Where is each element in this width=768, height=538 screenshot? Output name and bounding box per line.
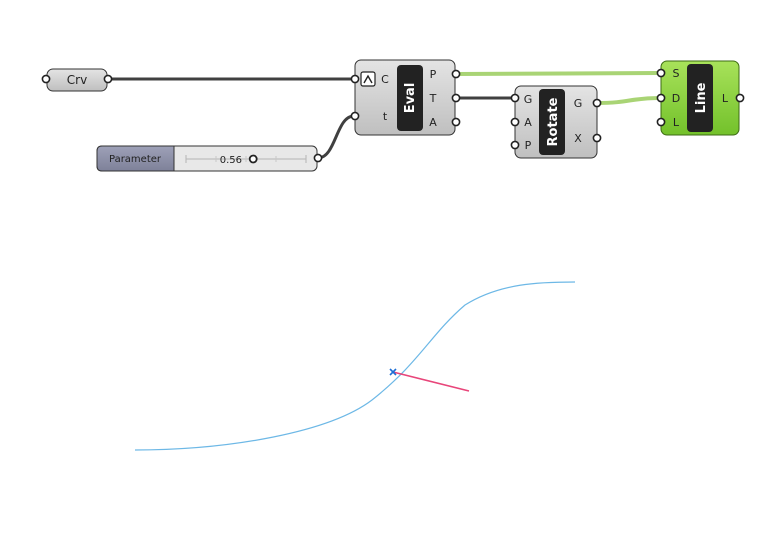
rotate-grip-out-g[interactable] [592,98,602,108]
eval-grip-a[interactable] [451,117,461,127]
crv-component[interactable]: Crv [41,68,113,92]
eval-input-t: t [383,110,388,123]
line-output-l: L [722,92,729,105]
eval-grip-p[interactable] [451,69,461,79]
rotate-grip-g[interactable] [510,93,520,103]
eval-title: Eval [403,83,418,114]
line-grip-d[interactable] [656,93,666,103]
parameter-slider[interactable]: Parameter 0.56 [96,145,323,172]
line-grip-l[interactable] [656,117,666,127]
wires [108,71,661,160]
line-grip-out-l[interactable] [735,93,745,103]
rotate-grip-a[interactable] [510,117,520,127]
eval-grip-c[interactable] [350,74,360,84]
eval-title-bar [397,65,423,131]
line-grip-s[interactable] [656,68,666,78]
eval-output-t: T [429,92,437,105]
line-component[interactable]: Line S D L L [656,60,745,136]
line-title-bar [687,64,713,132]
slider-track[interactable] [185,155,307,163]
rotate-title-bar [539,89,565,155]
preview-curve [134,281,576,451]
eval-input-c: C [381,73,389,86]
rotate-title: Rotate [546,97,561,146]
rotate-component[interactable]: Rotate G A P G X [510,85,602,159]
slider-output-grip[interactable] [313,153,323,163]
wire-rotate-g-to-line-d[interactable] [596,96,661,105]
rotate-grip-p[interactable] [510,140,520,150]
line-input-l: L [673,116,680,129]
rotate-output-x: X [574,132,582,145]
line-input-d: D [672,92,680,105]
eval-grip-t[interactable] [350,111,360,121]
line-input-s: S [673,67,680,80]
slider-value: 0.56 [220,155,242,166]
rotate-input-g: G [524,93,533,106]
rotate-grip-out-x[interactable] [592,133,602,143]
rotate-output-g: G [574,97,583,110]
eval-output-p: P [430,68,437,81]
eval-component[interactable]: Eval C t P T A [350,59,461,136]
rotate-input-a: A [524,116,532,129]
line-title: Line [694,82,709,113]
curve-param-icon [360,71,376,87]
slider-name: Parameter [109,154,162,165]
eval-grip-tangent[interactable] [451,93,461,103]
eval-output-a: A [429,116,437,129]
wire-eval-p-to-line-s[interactable] [455,71,661,76]
preview-rotated-vector [392,371,470,392]
slider-grip[interactable] [248,154,258,164]
crv-label: Crv [67,73,87,87]
wire-slider-to-eval[interactable] [317,114,355,160]
rotate-input-p: P [525,139,532,152]
preview-point-marker [389,368,397,376]
viewport-preview [134,281,576,451]
